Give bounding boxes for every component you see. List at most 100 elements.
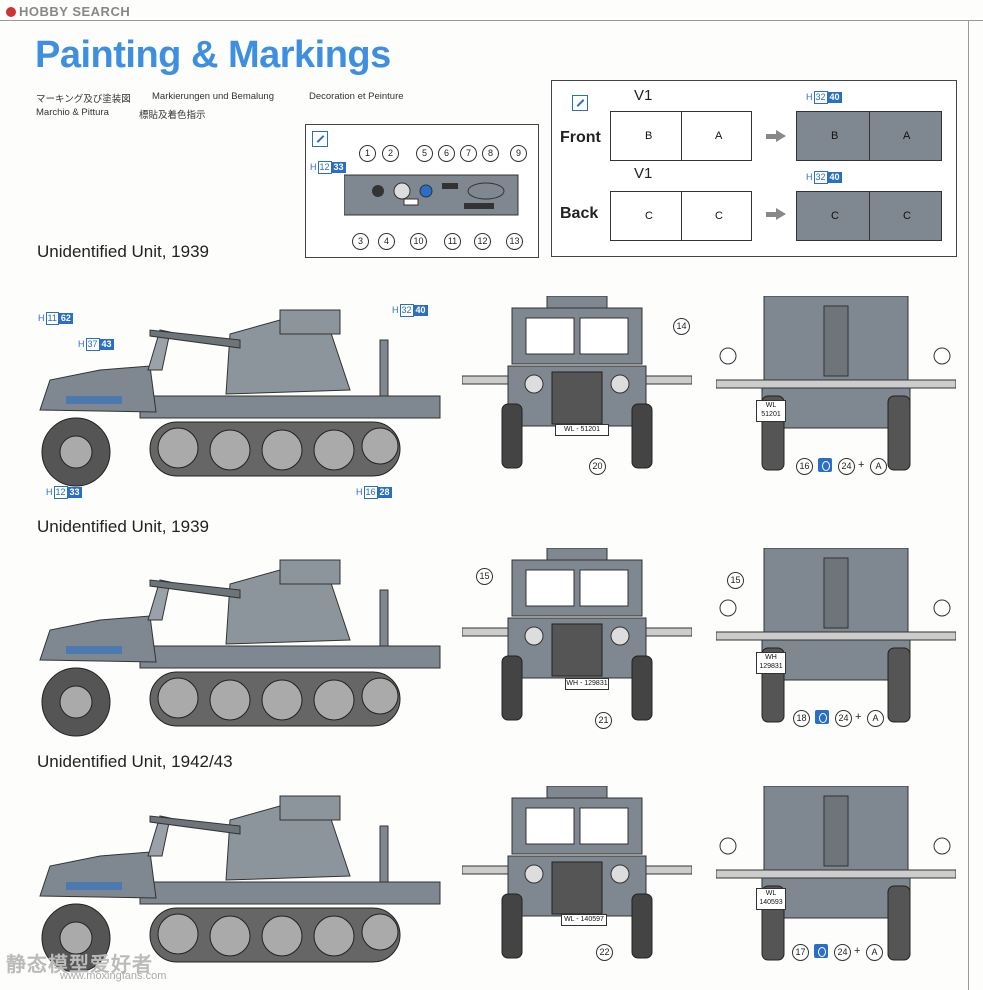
vehicle-drawing [461,295,693,469]
s2-front-callout: 15 [476,568,493,585]
subtitle-fr: Decoration et Peinture [309,91,404,102]
dash-callout-8: 8 [482,145,499,162]
s2-rear-letter: A [867,710,884,727]
front-view-2 [461,547,693,733]
s2-rear-callout: 15 [727,572,744,589]
s1-front-plate: WL - 51201 [555,424,609,436]
vehicle-drawing [715,785,957,961]
s1-front-callout: 14 [673,318,690,335]
dash-callout-6: 6 [438,145,455,162]
front-panel-painted: B A [796,111,942,161]
subtitle-cn: 標貼及着色指示 [139,110,206,121]
vehicle-drawing [461,547,693,721]
dash-callout-7: 7 [460,145,477,162]
s3-front-plate: WL - 140597 [561,914,607,926]
s3-rear-letter: A [866,944,883,961]
s3-rear-plate: WL 140593 [756,888,786,910]
dash-callout-4: 4 [378,233,395,250]
arrow-front-bar [766,134,776,139]
subtitle-de: Markierungen und Bemalung [152,91,274,102]
right-border [968,20,969,990]
watermark-text: 静态模型爱好者 [6,954,153,976]
dash-callout-3: 3 [352,233,369,250]
subtitle-jp: マーキング及び塗装図 [36,94,131,105]
front-painted-cell-b: B [831,130,839,142]
subtitle-it: Marchio & Pittura [36,107,109,118]
back-panel-painted: C C [796,191,942,241]
decal-water-icon [818,458,832,472]
s1-rear-letter: A [870,458,887,475]
s3-rear-num2: 24 [834,944,851,961]
vehicle-drawing [39,795,441,973]
v1-label-front: V1 [634,87,653,104]
vehicle-drawing [715,547,957,723]
side-view-3 [30,786,450,981]
front-view-1 [461,295,693,481]
dash-callout-5: 5 [416,145,433,162]
vehicle-drawing [715,295,957,471]
s1-rear-num: 16 [796,458,813,475]
front-cell-b: B [645,130,653,142]
s2-rear-num: 18 [793,710,810,727]
back-painted-cell-c1: C [831,210,839,222]
front-panel-blank: B A [610,111,752,161]
s2-front-num: 21 [595,712,612,729]
brand-logo: HOBBY SEARCH [6,4,130,19]
rear-view-3 [715,785,957,971]
front-cell-a: A [715,130,723,142]
dash-callout-11: 11 [444,233,461,250]
decal-water-icon [814,944,828,958]
decal-water-icon [815,710,829,724]
section-title-2: Unidentified Unit, 1939 [37,517,210,536]
page-title: Painting & Markings [35,34,391,76]
side-view-2 [30,550,450,745]
plus-sign: + [854,945,861,957]
back-panel-blank: C C [610,191,752,241]
paintbrush-icon [312,131,328,147]
watermark-url: www.moxingfans.com [60,970,167,982]
s1-rear-num2: 24 [838,458,855,475]
back-cell-c1: C [645,210,653,222]
s1-front-num: 20 [589,458,606,475]
arrow-right-icon [776,208,786,220]
arrow-back-bar [766,212,776,217]
arrow-right-icon [776,130,786,142]
dash-callout-12: 12 [474,233,491,250]
dash-callout-1: 1 [359,145,376,162]
vehicle-drawing [39,559,441,737]
s3-front-num: 22 [596,944,613,961]
brand-dot-icon [6,7,16,17]
s2-rear-plate: WH 129831 [756,652,786,674]
s3-rear-num: 17 [792,944,809,961]
front-label: Front [560,129,601,146]
back-cell-c2: C [715,210,723,222]
dash-callout-9: 9 [510,145,527,162]
vehicle-drawing [461,785,693,959]
rear-view-1 [715,295,957,481]
front-view-3 [461,785,693,971]
plus-sign: + [858,459,865,471]
dash-callout-2: 2 [382,145,399,162]
s2-front-plate: WH - 129831 [565,678,609,690]
plus-sign: + [855,711,862,723]
section-title-3: Unidentified Unit, 1942/43 [37,752,233,771]
side-view-1 [30,300,450,495]
header-rule [0,20,983,21]
section-title-1: Unidentified Unit, 1939 [37,242,210,261]
back-label: Back [560,205,599,222]
paintbrush-icon [572,95,588,111]
dashboard-drawing [344,174,519,216]
dash-callout-13: 13 [506,233,523,250]
s2-rear-num2: 24 [835,710,852,727]
back-painted-cell-c2: C [903,210,911,222]
vehicle-drawing [39,309,441,487]
s1-rear-plate: WL 51201 [756,400,786,422]
